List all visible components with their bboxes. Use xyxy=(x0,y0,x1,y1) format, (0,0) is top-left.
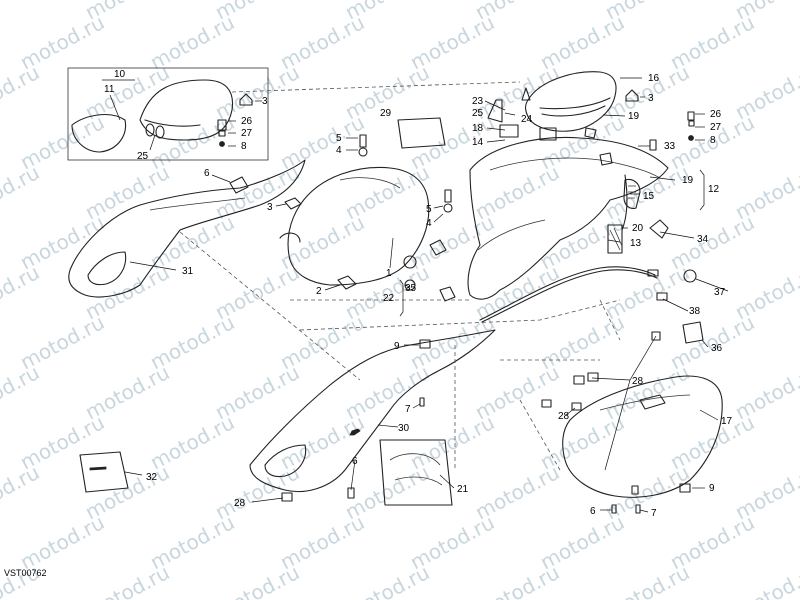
watermark-text: motod.ru xyxy=(796,210,800,274)
callout-4: 4 xyxy=(336,145,342,156)
callout-16: 16 xyxy=(648,73,660,84)
callout-4: 4 xyxy=(426,218,432,229)
watermark-text: motod.ru xyxy=(796,10,800,74)
callout-6: 6 xyxy=(204,168,210,179)
watermark-text: motod.ru xyxy=(601,560,693,600)
callout-2: 2 xyxy=(316,286,322,297)
callout-6: 6 xyxy=(590,506,596,517)
callout-19: 19 xyxy=(682,175,694,186)
callout-7: 7 xyxy=(651,508,657,519)
small-hardware xyxy=(281,87,697,514)
watermark-text: motod.ru xyxy=(0,260,43,324)
watermark-text: motod.ru xyxy=(81,560,173,600)
callout-13: 13 xyxy=(630,238,642,249)
callout-17: 17 xyxy=(721,416,733,427)
callout-15: 15 xyxy=(643,191,655,202)
callout-26: 26 xyxy=(241,116,253,127)
callout-25: 25 xyxy=(472,108,484,119)
callout-24: 24 xyxy=(521,114,533,125)
callout-31: 31 xyxy=(182,266,194,277)
callout-3: 3 xyxy=(267,202,273,213)
callout-9: 9 xyxy=(394,341,400,352)
watermark-text: motod.ru xyxy=(0,60,43,124)
callout-32: 32 xyxy=(146,472,158,483)
callout-18: 18 xyxy=(472,123,484,134)
callout-8: 8 xyxy=(710,135,716,146)
callout-1: 1 xyxy=(386,268,392,279)
callout-33: 33 xyxy=(664,141,676,152)
construction-lines xyxy=(179,81,621,471)
watermark-text: motod.ru xyxy=(471,560,563,600)
callout-34: 34 xyxy=(697,234,709,245)
callout-12: 12 xyxy=(708,184,720,195)
callout-20: 20 xyxy=(632,223,644,234)
callout-29: 29 xyxy=(380,108,392,119)
callout-5: 5 xyxy=(336,133,342,144)
right-side-fairing xyxy=(249,329,496,493)
watermark-text: motod.ru xyxy=(796,410,800,474)
watermark-text: motod.ru xyxy=(0,460,43,524)
watermark-text: motod.ru xyxy=(211,560,303,600)
watermark-text: motod.ru xyxy=(796,110,800,174)
callout-19: 19 xyxy=(628,111,640,122)
callout-38: 38 xyxy=(689,306,701,317)
tail-light xyxy=(623,178,641,209)
callout-14: 14 xyxy=(472,137,484,148)
callout-30: 30 xyxy=(398,423,410,434)
watermark-text: motod.ru xyxy=(0,360,43,424)
left-side-fairing xyxy=(68,159,306,298)
callout-10: 10 xyxy=(114,69,126,80)
callout-21: 21 xyxy=(457,484,469,495)
callout-7: 7 xyxy=(405,404,411,415)
callout-11: 11 xyxy=(104,84,115,95)
callout-36: 36 xyxy=(711,343,723,354)
tool-bag xyxy=(379,439,453,506)
callout-28: 28 xyxy=(558,411,570,422)
callout-27: 27 xyxy=(710,122,722,133)
callout-9: 9 xyxy=(709,483,715,494)
watermark-text: motod.ru xyxy=(796,310,800,374)
drawing-code: VST00762 xyxy=(4,568,47,578)
decal-sheets xyxy=(79,117,704,493)
watermark-text: motod.ru xyxy=(0,0,43,24)
callout-28: 28 xyxy=(632,376,644,387)
rear-undertray-panel xyxy=(562,375,723,498)
callout-27: 27 xyxy=(241,128,253,139)
watermark-text: motod.ru xyxy=(341,560,433,600)
leader-lines xyxy=(102,77,729,513)
callout-22: 22 xyxy=(383,293,395,304)
inset-detail-box xyxy=(67,67,269,161)
watermark-text: motod.ru xyxy=(731,560,800,600)
callout-37: 37 xyxy=(714,287,726,298)
callout-26: 26 xyxy=(710,109,722,120)
callout-3: 3 xyxy=(648,93,654,104)
callout-23: 23 xyxy=(472,96,484,107)
callout-28: 28 xyxy=(234,498,246,509)
callout-labels: 10 11 3 26 27 8 25 16 3 29 23 25 24 18 1… xyxy=(4,69,733,578)
callout-35: 35 xyxy=(405,283,417,294)
callout-5: 5 xyxy=(426,204,432,215)
callout-8: 8 xyxy=(241,141,247,152)
callout-6: 6 xyxy=(352,456,358,467)
rider-seat xyxy=(525,71,639,139)
callout-3: 3 xyxy=(262,96,268,107)
watermark-text: motod.ru xyxy=(796,510,800,574)
watermark-text: motod.ru xyxy=(0,160,43,224)
seat-lock-cable xyxy=(479,219,669,323)
callout-25: 25 xyxy=(137,151,149,162)
